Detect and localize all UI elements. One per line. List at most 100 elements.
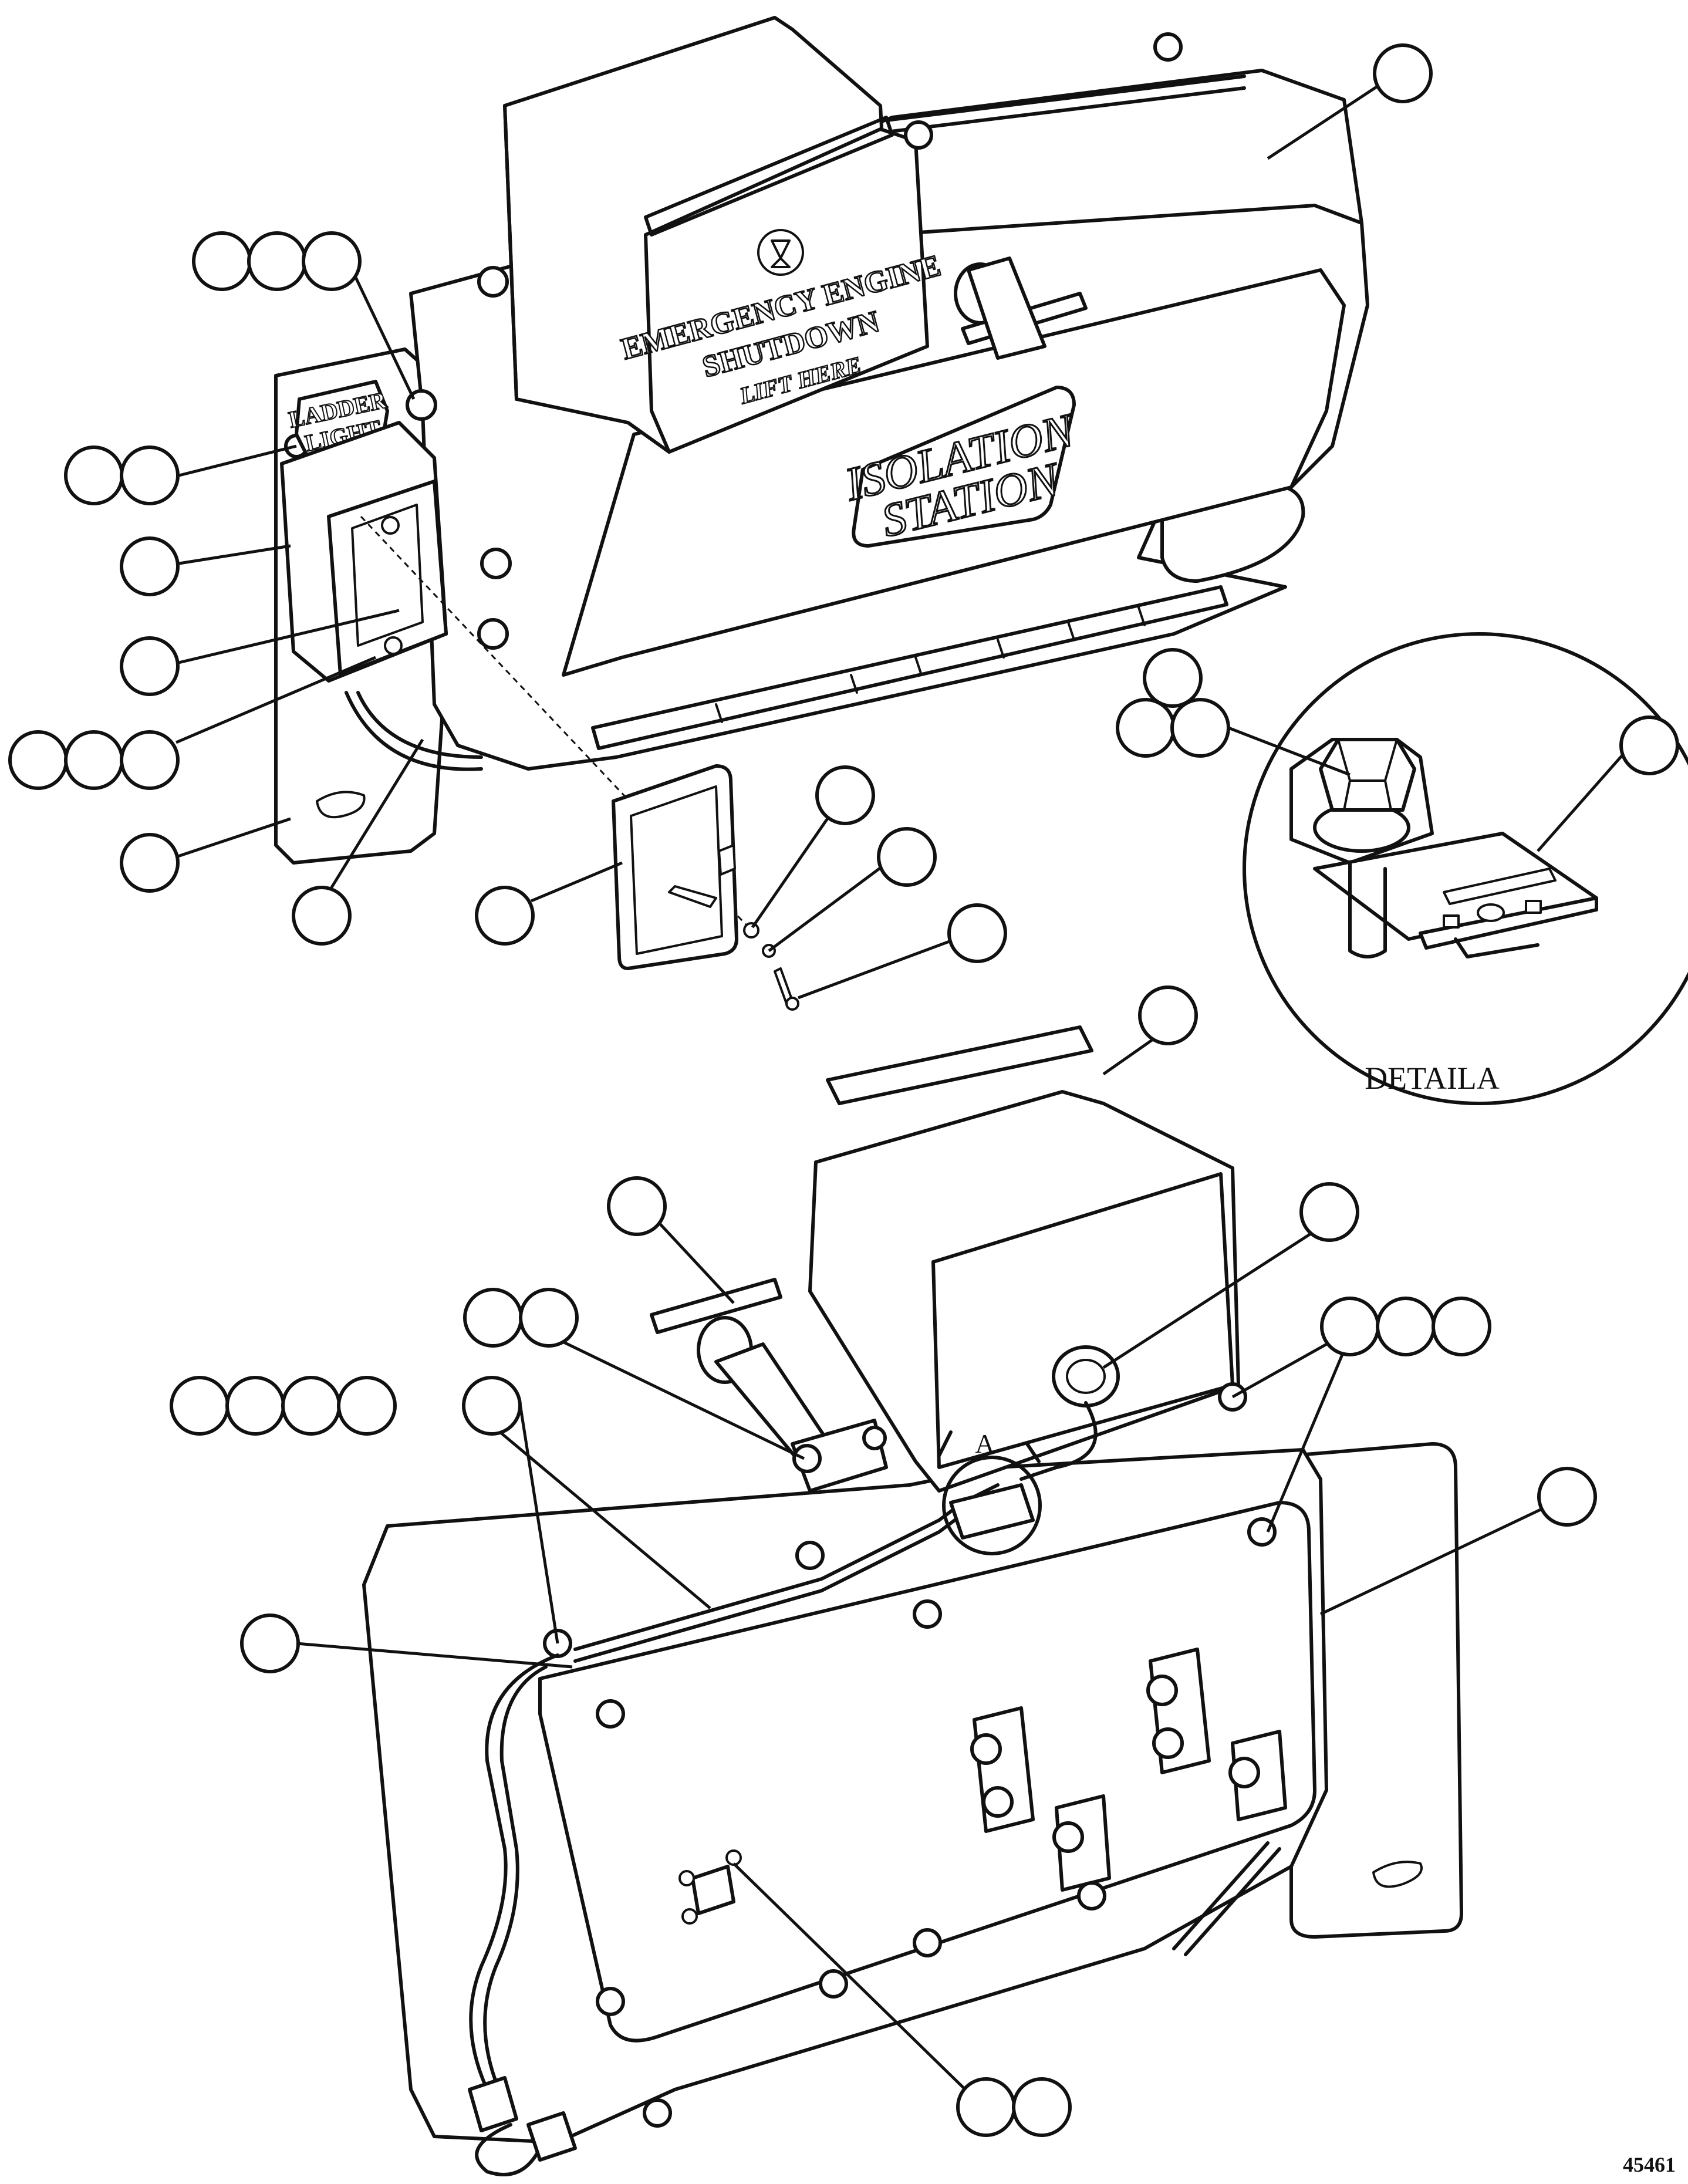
hourglass-icon: [771, 239, 791, 268]
callout-balloon: [120, 445, 180, 505]
bolt: [477, 266, 509, 298]
lens-screw-top: [381, 516, 400, 535]
callout-balloon: [956, 2077, 1016, 2137]
callout-balloon: [519, 1288, 579, 1348]
terminal-blocks: [970, 1648, 1287, 1892]
callout-balloon: [225, 1376, 285, 1436]
detail-plate-bottom: [1454, 937, 1540, 958]
detail-hex-nut: [1319, 738, 1416, 812]
callout-balloon: [1537, 1467, 1597, 1527]
detail-stud: [1348, 861, 1387, 958]
callout-balloon: [1138, 985, 1198, 1045]
leader-lines: [175, 83, 1627, 2099]
callout-balloon: [120, 536, 180, 596]
bracket-slot: [316, 791, 366, 819]
callout-balloon: [337, 1376, 397, 1436]
connector-loop: [475, 2123, 542, 2176]
bolt: [480, 548, 512, 579]
callout-balloon: [1373, 43, 1433, 103]
connector-screw: [678, 1870, 695, 1886]
detail-tab: [1525, 900, 1542, 914]
terminal-nut: [1146, 1675, 1178, 1706]
right-harness: [1172, 1841, 1270, 1950]
top-rod-lower: [884, 86, 1246, 134]
handle-pin: [650, 1278, 782, 1334]
bolt: [1077, 1881, 1106, 1910]
callout-balloon: [1012, 2077, 1072, 2137]
callout-balloon: [1170, 698, 1230, 758]
detail-slot: [1443, 867, 1557, 905]
cover-left-edge: [503, 104, 518, 401]
callout-balloon: [1299, 1182, 1359, 1242]
lid-hinge: [591, 585, 1228, 750]
bolt: [477, 618, 509, 650]
bottom-box-hinge: [826, 1025, 1093, 1105]
connector-screw: [681, 1908, 698, 1925]
handle-bolt: [792, 1444, 822, 1473]
screw-head: [785, 997, 799, 1011]
callout-balloon: [281, 1376, 341, 1436]
callout-balloon: [1116, 698, 1176, 758]
detail-tab: [1443, 914, 1460, 929]
detail-a: [1243, 632, 1688, 1105]
callout-balloon: [120, 730, 180, 790]
bolt: [596, 1699, 625, 1729]
isolation-label-group: ISOLATION STATION: [839, 403, 1082, 548]
ladder-light-cable-2: [356, 691, 483, 759]
callout-balloon: [815, 765, 875, 825]
washer: [743, 922, 759, 939]
bolt: [1153, 32, 1183, 62]
exploded-lens-inner: [630, 785, 723, 955]
detail-a-callout-circle: [942, 1456, 1042, 1555]
terminal-nut: [982, 1786, 1014, 1818]
side-connector: [468, 2076, 518, 2132]
lens-slot: [668, 885, 717, 908]
ladder-light-lens: [351, 504, 424, 647]
callout-balloon: [8, 730, 68, 790]
hinge-knuckles: [715, 606, 1146, 723]
side-harness-2: [483, 1665, 548, 2091]
detail-arrow-left: [937, 1430, 953, 1457]
bottom-assembly: A: [362, 1025, 1463, 2176]
connector-plug: [949, 1483, 1035, 1540]
lens-clip: [718, 844, 736, 876]
terminal-nut: [1228, 1757, 1260, 1788]
bottom-connector: [526, 2111, 577, 2162]
callout-balloon: [607, 1176, 667, 1236]
callout-balloon: [877, 827, 937, 887]
callout-balloon: [192, 231, 252, 291]
terminal-nut: [1152, 1727, 1184, 1759]
callout-balloon: [462, 1376, 522, 1436]
callout-balloon: [292, 886, 352, 946]
callout-balloon: [64, 730, 124, 790]
box-cable: [1019, 1401, 1098, 1481]
callout-balloon: [463, 1288, 523, 1348]
callout-balloon: [1619, 715, 1679, 775]
panel-bolts: [543, 1382, 1277, 2128]
connector-screw: [725, 1849, 742, 1866]
callout-balloon: [1432, 1297, 1491, 1356]
terminal-nut: [1052, 1821, 1084, 1853]
callout-balloon: [475, 886, 535, 946]
latch-clamp: [967, 256, 1046, 360]
callout-balloon: [247, 231, 307, 291]
bolt: [596, 1987, 625, 2016]
bottom-cover-panel: [538, 1501, 1316, 2043]
bolt: [819, 1969, 848, 1999]
lens-screw-bottom: [384, 636, 403, 655]
bracket-slot: [1372, 1861, 1423, 1888]
callout-balloon: [240, 1613, 300, 1673]
isolation-station-decal: [852, 386, 1076, 548]
callout-balloons: [8, 43, 1679, 2137]
bolt: [913, 1928, 942, 1957]
drawing-number: 45461: [1623, 2153, 1676, 2176]
callout-balloon: [1320, 1297, 1380, 1356]
flap-hinge-rod: [644, 116, 894, 237]
detail-caption: DETAILA: [1365, 1061, 1500, 1096]
ladder-light-cable: [345, 691, 483, 771]
side-harness: [469, 1653, 559, 2091]
callout-balloon: [1143, 648, 1203, 708]
callout-balloon: [947, 903, 1007, 963]
right-harness-2: [1184, 1847, 1281, 1956]
